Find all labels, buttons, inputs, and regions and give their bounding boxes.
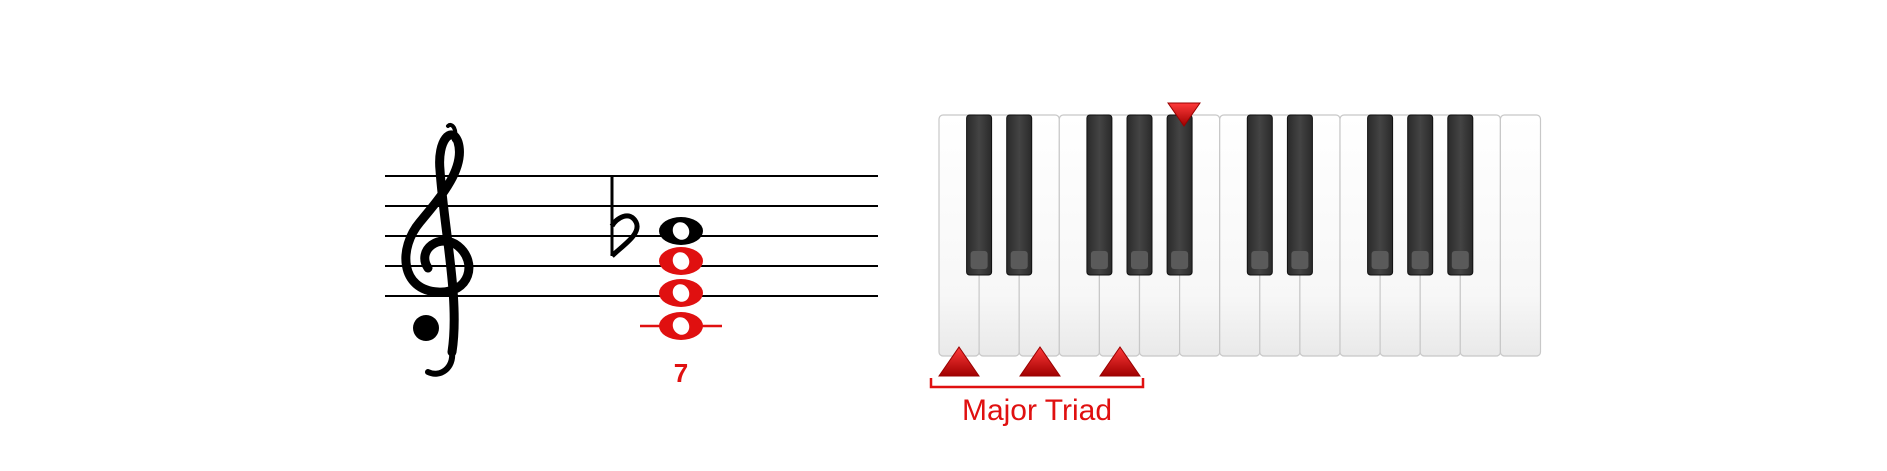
black-key[interactable] xyxy=(1246,114,1273,276)
black-key-highlight xyxy=(970,251,988,269)
white-key[interactable] xyxy=(1499,114,1542,357)
flat-icon xyxy=(609,176,640,258)
chord-bracket xyxy=(929,378,1145,389)
black-key[interactable] xyxy=(1407,114,1434,276)
black-key[interactable] xyxy=(1086,114,1113,276)
black-key[interactable] xyxy=(1126,114,1153,276)
black-key-highlight xyxy=(1371,251,1389,269)
note-bb4 xyxy=(659,217,703,245)
marker-up-icon xyxy=(1019,346,1061,377)
black-key-highlight xyxy=(1090,251,1108,269)
note-c4 xyxy=(659,312,703,340)
black-key-highlight xyxy=(1171,251,1189,269)
piano-keyboard xyxy=(938,114,1542,357)
bottom-markers xyxy=(938,346,1141,377)
chord-notes xyxy=(659,217,703,340)
black-key-highlight xyxy=(1131,251,1148,269)
black-key[interactable] xyxy=(1286,114,1313,276)
black-key-highlight xyxy=(1451,251,1469,269)
black-key[interactable] xyxy=(1006,114,1033,276)
black-key[interactable] xyxy=(1367,114,1394,276)
note-g4 xyxy=(659,247,703,275)
black-key-highlight xyxy=(1291,251,1309,269)
black-key[interactable] xyxy=(966,114,993,276)
black-key-highlight xyxy=(1251,251,1269,269)
chord-label: Major Triad xyxy=(962,394,1112,427)
treble-clef-icon xyxy=(401,123,474,377)
black-key[interactable] xyxy=(1447,114,1474,276)
marker-up-icon xyxy=(1099,346,1141,377)
chord-figure-number: 7 xyxy=(674,358,688,388)
marker-up-icon xyxy=(938,346,980,377)
black-key-highlight xyxy=(1411,251,1429,269)
black-key-highlight xyxy=(1010,251,1028,269)
note-e4 xyxy=(659,279,703,307)
top-marker-icon xyxy=(1167,102,1201,127)
